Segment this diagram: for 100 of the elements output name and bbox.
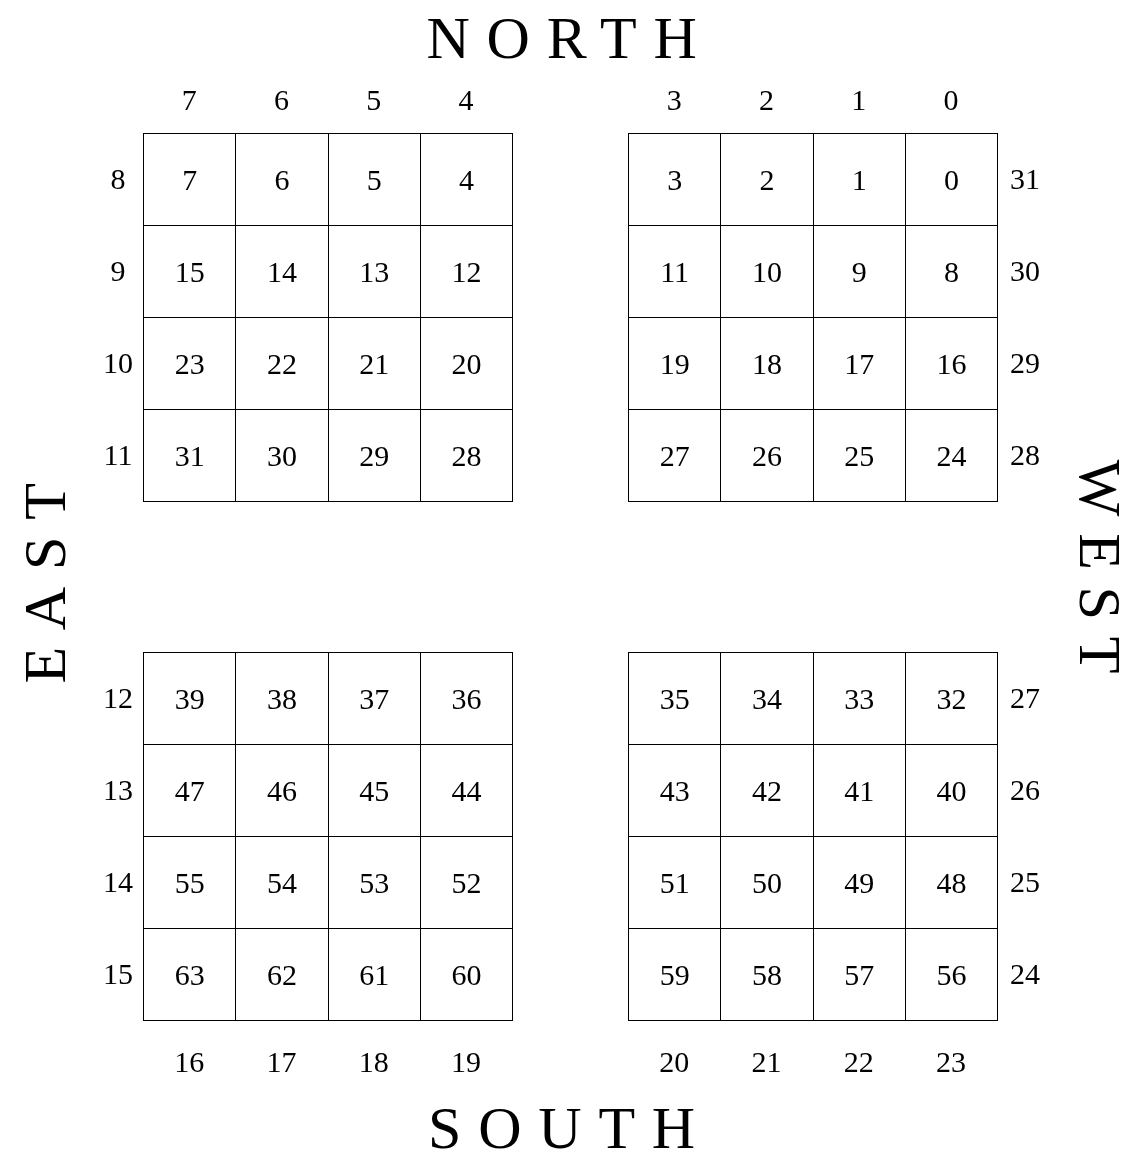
cell-number: 44 [451, 775, 482, 806]
cell-number: 2 [759, 164, 775, 195]
cell-number: 30 [266, 440, 297, 471]
port-number: 16 [174, 1047, 205, 1077]
cell-number: 41 [844, 775, 875, 806]
cell-number: 15 [174, 256, 205, 287]
cell-number: 46 [266, 775, 297, 806]
port-number: 2 [758, 85, 774, 115]
grid-cell [143, 928, 237, 1021]
cell-number: 12 [451, 256, 482, 287]
cell-number: 9 [851, 256, 867, 287]
port-number: 18 [358, 1047, 389, 1077]
port-number: 13 [103, 775, 133, 805]
grid-cell [628, 409, 722, 502]
cell-number: 45 [359, 775, 390, 806]
cell-number: 52 [451, 867, 482, 898]
cell-number: 22 [266, 348, 297, 379]
cell-number: 63 [174, 959, 205, 990]
cell-number: 4 [458, 164, 474, 195]
grid-cell [143, 133, 237, 226]
port-number: 22 [843, 1047, 874, 1077]
port-number: 20 [659, 1047, 690, 1077]
direction-label: SOUTH [428, 1098, 712, 1158]
cell-number: 19 [659, 348, 690, 379]
direction-label: WEST [1070, 459, 1130, 691]
cell-number: 33 [844, 683, 875, 714]
cell-number: 53 [359, 867, 390, 898]
cell-number: 34 [751, 683, 782, 714]
port-number: 29 [1010, 348, 1040, 378]
direction-label: EAST [15, 466, 75, 684]
cell-number: 6 [274, 164, 290, 195]
cell-number: 27 [659, 440, 690, 471]
cell-number: 10 [751, 256, 782, 287]
cell-number: 60 [451, 959, 482, 990]
cell-number: 26 [751, 440, 782, 471]
cell-number: 0 [943, 164, 959, 195]
grid-cell [628, 133, 722, 226]
port-number: 27 [1010, 683, 1040, 713]
port-number: 1 [851, 85, 867, 115]
grid-cell [419, 652, 513, 745]
cell-number: 36 [451, 683, 482, 714]
cell-number: 58 [751, 959, 782, 990]
cell-number: 54 [266, 867, 297, 898]
port-number: 24 [1010, 959, 1040, 989]
cell-number: 37 [359, 683, 390, 714]
cell-number: 50 [751, 867, 782, 898]
cell-number: 38 [266, 683, 297, 714]
cell-number: 8 [943, 256, 959, 287]
cell-number: 59 [659, 959, 690, 990]
cell-number: 3 [667, 164, 683, 195]
cell-number: 7 [182, 164, 198, 195]
grid-cell [143, 409, 237, 502]
port-number: 26 [1010, 775, 1040, 805]
port-number: 19 [450, 1047, 481, 1077]
grid-cell [904, 409, 998, 502]
cell-number: 17 [844, 348, 875, 379]
port-number: 30 [1010, 256, 1040, 286]
port-number: 10 [103, 348, 133, 378]
cell-number: 20 [451, 348, 482, 379]
cell-number: 18 [751, 348, 782, 379]
cell-number: 47 [174, 775, 205, 806]
cell-number: 42 [751, 775, 782, 806]
cell-number: 11 [660, 256, 690, 287]
port-number: 12 [103, 683, 133, 713]
cell-number: 55 [174, 867, 205, 898]
grid-cell [143, 652, 237, 745]
cell-number: 32 [936, 683, 967, 714]
grid-cell [419, 133, 513, 226]
cell-number: 49 [844, 867, 875, 898]
cell-number: 5 [366, 164, 382, 195]
cell-number: 13 [359, 256, 390, 287]
cell-number: 35 [659, 683, 690, 714]
port-number: 4 [458, 85, 474, 115]
grid-cell [419, 928, 513, 1021]
cell-number: 16 [936, 348, 967, 379]
cell-number: 14 [266, 256, 297, 287]
cell-number: 23 [174, 348, 205, 379]
grid-cell [904, 133, 998, 226]
cell-number: 57 [844, 959, 875, 990]
cell-number: 62 [266, 959, 297, 990]
port-number: 0 [943, 85, 959, 115]
port-number: 17 [266, 1047, 297, 1077]
grid-cell [904, 928, 998, 1021]
port-number: 28 [1010, 440, 1040, 470]
direction-label: NORTH [426, 8, 714, 68]
cell-number: 31 [174, 440, 205, 471]
port-number: 5 [366, 85, 382, 115]
cell-number: 56 [936, 959, 967, 990]
port-number: 23 [935, 1047, 966, 1077]
port-number: 14 [103, 867, 133, 897]
grid-cell [628, 652, 722, 745]
port-number: 9 [110, 256, 126, 286]
grid-cell [904, 652, 998, 745]
port-number: 3 [666, 85, 682, 115]
port-number: 8 [110, 164, 126, 194]
port-number: 25 [1010, 867, 1040, 897]
cell-number: 24 [936, 440, 967, 471]
port-number: 15 [103, 959, 133, 989]
cell-number: 1 [851, 164, 867, 195]
cell-number: 43 [659, 775, 690, 806]
